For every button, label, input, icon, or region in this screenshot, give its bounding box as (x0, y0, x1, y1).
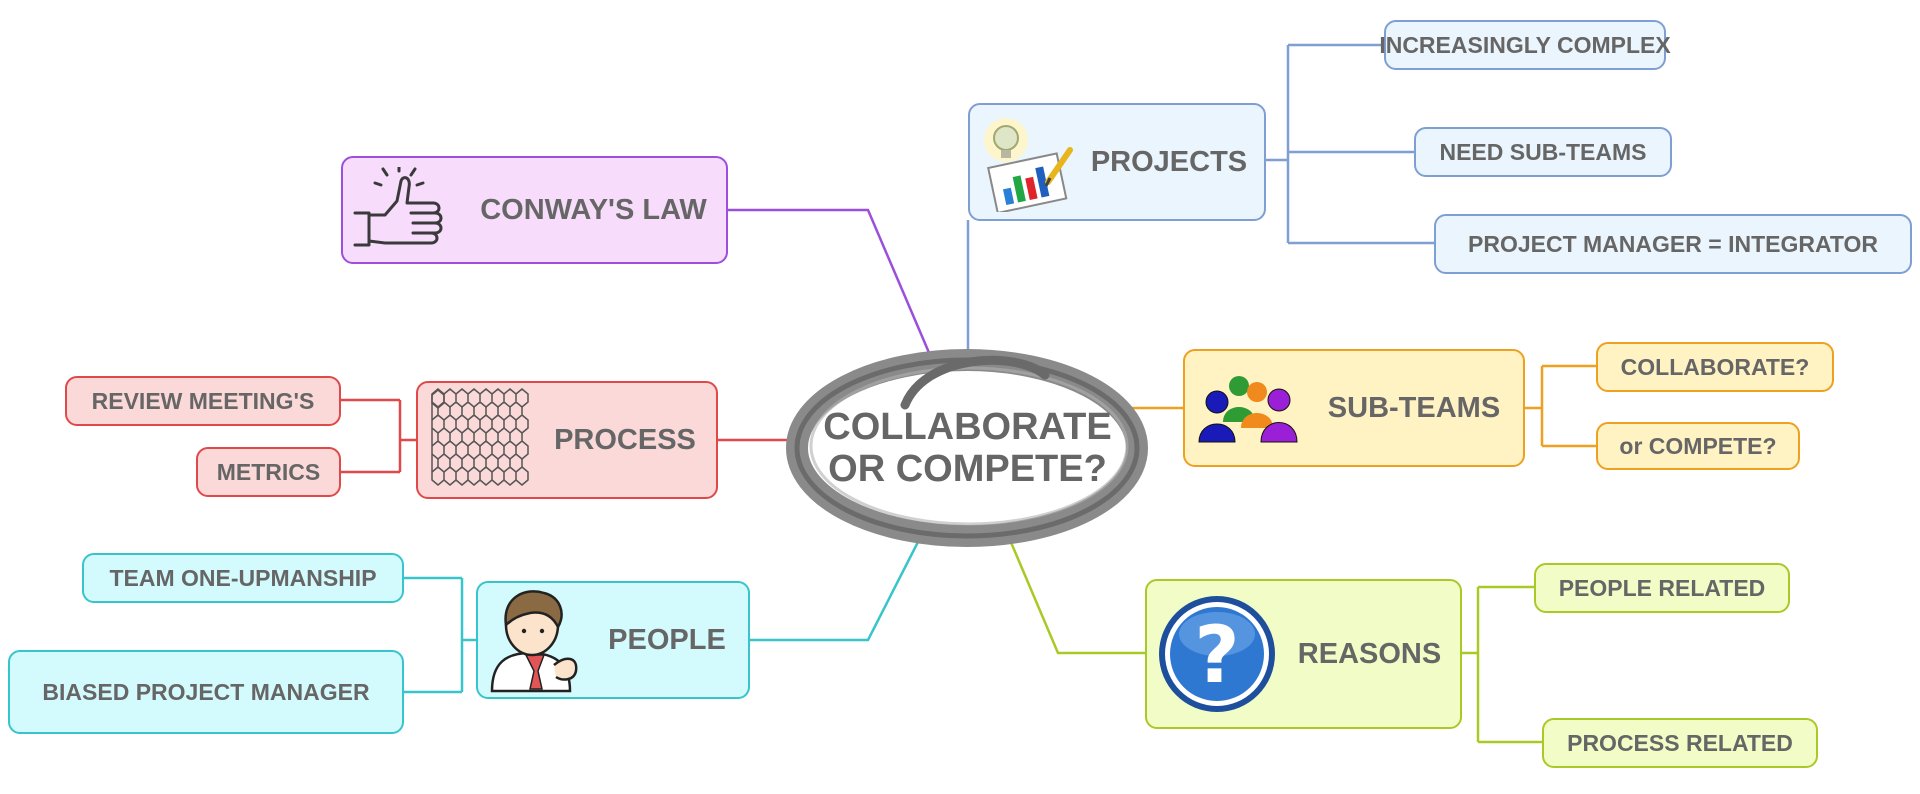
subtopic-metrics[interactable]: METRICS (196, 447, 341, 497)
link-projects-children (1266, 43, 1434, 245)
subtopic-increasingly-complex[interactable]: INCREASINGLY COMPLEX (1379, 20, 1671, 70)
topic-label: SUB-TEAMS (1327, 391, 1501, 424)
subtopic-need-sub-teams[interactable]: NEED SUB-TEAMS (1414, 127, 1672, 177)
subtopic-team-one-upmanship[interactable]: TEAM ONE-UPMANSHIP (82, 553, 404, 603)
central-topic[interactable]: COLLABORATE OR COMPETE? (785, 345, 1150, 550)
topic-label: PEOPLE (608, 623, 726, 656)
topic-label: REASONS (1297, 637, 1442, 670)
businessman-icon (486, 585, 586, 695)
link-reasons-children (1462, 585, 1542, 744)
subtopic-project-manager-integrator[interactable]: PROJECT MANAGER = INTEGRATOR (1434, 214, 1912, 274)
bar-chart-lightbulb-icon (978, 112, 1074, 212)
topic-label: PROCESS (554, 423, 696, 456)
link-people (750, 537, 922, 642)
topic-projects[interactable]: PROJECTS (968, 103, 1266, 221)
link-subteams-children (1525, 364, 1596, 448)
link-process-children (341, 398, 416, 474)
subtopic-biased-project-manager[interactable]: BIASED PROJECT MANAGER (8, 650, 404, 734)
subtopic-process-related[interactable]: PROCESS RELATED (1542, 718, 1818, 768)
question-mark-icon: ? (1155, 592, 1279, 716)
topic-sub-teams[interactable]: SUB-TEAMS (1183, 349, 1525, 467)
thumbs-up-icon (351, 167, 461, 253)
svg-text:?: ? (1194, 611, 1239, 701)
topic-label: CONWAY'S LAW (480, 193, 707, 226)
link-conway (728, 208, 932, 356)
people-group-icon (1193, 372, 1305, 444)
central-topic-line1: COLLABORATE (823, 405, 1112, 448)
subtopic-review-meetings[interactable]: REVIEW MEETING'S (65, 376, 341, 426)
topic-reasons[interactable]: ? REASONS (1145, 579, 1462, 729)
link-reasons (1008, 539, 1145, 655)
link-people-children (404, 576, 476, 694)
central-topic-line2: OR COMPETE? (828, 447, 1107, 490)
subtopic-collaborate[interactable]: COLLABORATE? (1596, 342, 1834, 392)
topic-people[interactable]: PEOPLE (476, 581, 750, 699)
topic-conways-law[interactable]: CONWAY'S LAW (341, 156, 728, 264)
topic-label: PROJECTS (1090, 145, 1248, 178)
brush-circle-icon (786, 349, 1148, 547)
subtopic-or-compete[interactable]: or COMPETE? (1596, 422, 1800, 470)
subtopic-people-related[interactable]: PEOPLE RELATED (1534, 563, 1790, 613)
topic-process[interactable]: PROCESS (416, 381, 718, 499)
hexagon-grid-icon (426, 386, 534, 494)
